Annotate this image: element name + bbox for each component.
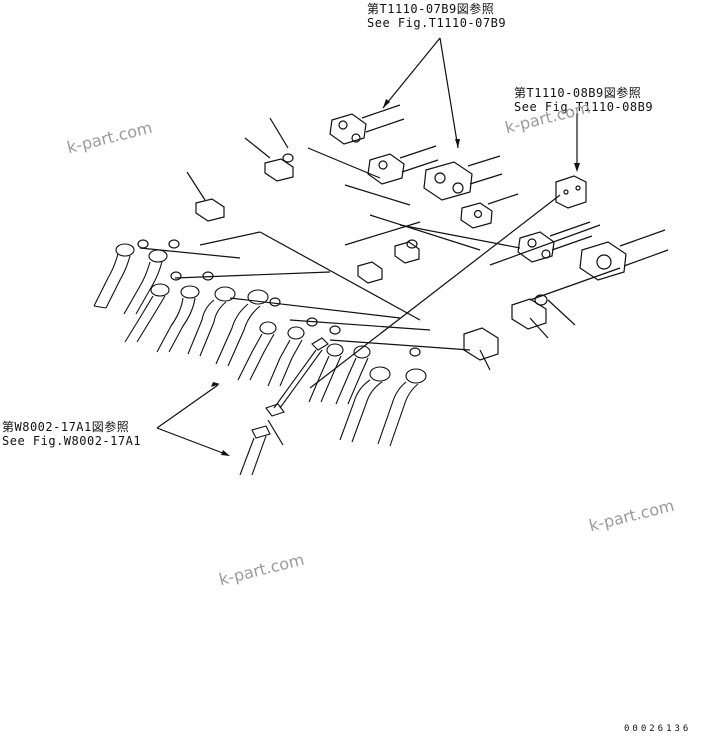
plate-top-left [264, 158, 294, 182]
hose-1 [93, 243, 135, 309]
flange-block-right [517, 221, 593, 263]
ref-label-line1: 第T1110-07B9図参照 [367, 2, 495, 16]
hose-2 [123, 249, 168, 315]
hose-6 [215, 289, 269, 367]
plate-left [195, 198, 225, 222]
ref-label-line1: 第W8002-17A1図参照 [2, 420, 130, 434]
flange-block-large-right [579, 229, 669, 281]
ref-label-line2: See Fig.T1110-07B9 [367, 16, 507, 30]
hose-assemblies [93, 243, 427, 476]
hose-11 [339, 366, 391, 443]
assembly-lines [139, 147, 621, 389]
tube-connector [239, 337, 329, 476]
flange-block-large [423, 155, 503, 201]
ref-label-line2: See Fig.T1110-08B9 [514, 100, 654, 114]
flange-block-small [460, 193, 519, 229]
hose-9 [308, 343, 344, 403]
cube-block [555, 175, 587, 209]
flange-block-top [329, 104, 405, 145]
callout-lines [186, 117, 576, 446]
o-rings [137, 153, 548, 357]
hose-3 [124, 283, 170, 343]
drawing-code: 00026136 [624, 724, 692, 734]
leader-arrows [156, 37, 578, 456]
plate-center-2 [394, 241, 420, 264]
plate-center [357, 261, 383, 284]
flange-block-mid [367, 145, 439, 185]
ref-label-line2: See Fig.W8002-17A1 [2, 434, 142, 448]
ref-label-line1: 第T1110-08B9図参照 [514, 86, 642, 100]
hose-10 [335, 345, 371, 405]
hose-12 [377, 368, 427, 447]
hose-4 [156, 285, 200, 353]
hose-5 [187, 286, 236, 357]
ref-label-t1110-08b9: 第T1110-08B9図参照 See Fig.T1110-08B9 [514, 86, 653, 114]
cover-plate-lower [463, 327, 499, 361]
ref-label-w8002-17a1: 第W8002-17A1図参照 See Fig.W8002-17A1 [2, 420, 141, 448]
hose-7 [237, 321, 277, 381]
cover-plate-right [511, 298, 547, 330]
ref-label-t1110-07b9: 第T1110-07B9図参照 See Fig.T1110-07B9 [367, 2, 506, 30]
hose-8 [267, 326, 305, 387]
